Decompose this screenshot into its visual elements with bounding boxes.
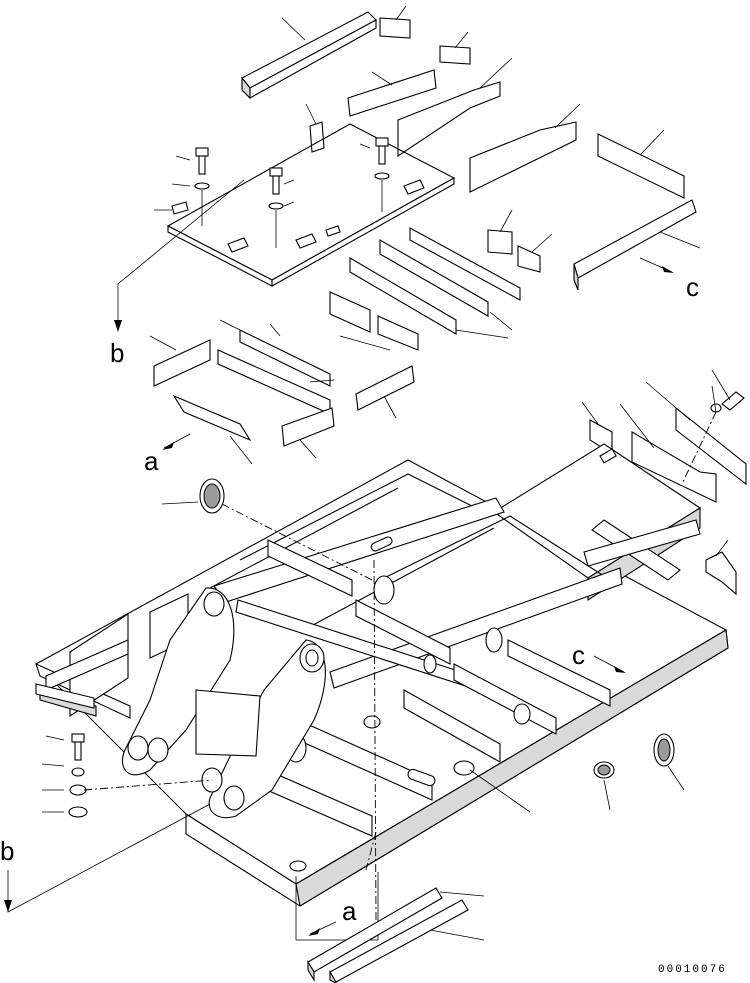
- bolt-group-bottom: [41, 733, 213, 818]
- bolt-group-2: [268, 167, 295, 248]
- bolt-group-3: [359, 137, 390, 212]
- boom-bracket-left: [122, 587, 235, 776]
- label-c-bottom: c: [572, 640, 585, 670]
- label-a-bottom: a: [342, 896, 357, 926]
- upper-cover-parts: [114, 5, 747, 596]
- grommet-top: [161, 478, 373, 581]
- grommet-right-1: [593, 761, 615, 811]
- label-a-top: a: [144, 446, 159, 476]
- angle-strip-1: [241, 11, 377, 89]
- bolt-group-1: [154, 147, 210, 226]
- label-b-bottom: b: [0, 836, 14, 866]
- label-c-top: c: [686, 272, 699, 302]
- block-1: [379, 17, 411, 39]
- side-panel: [597, 133, 685, 199]
- bottom-rails: [307, 887, 485, 983]
- main-frame: [4, 443, 729, 941]
- grommet-right-2: [653, 733, 685, 791]
- label-b-top: b: [110, 338, 124, 368]
- drawing-number: 00010076: [658, 964, 727, 976]
